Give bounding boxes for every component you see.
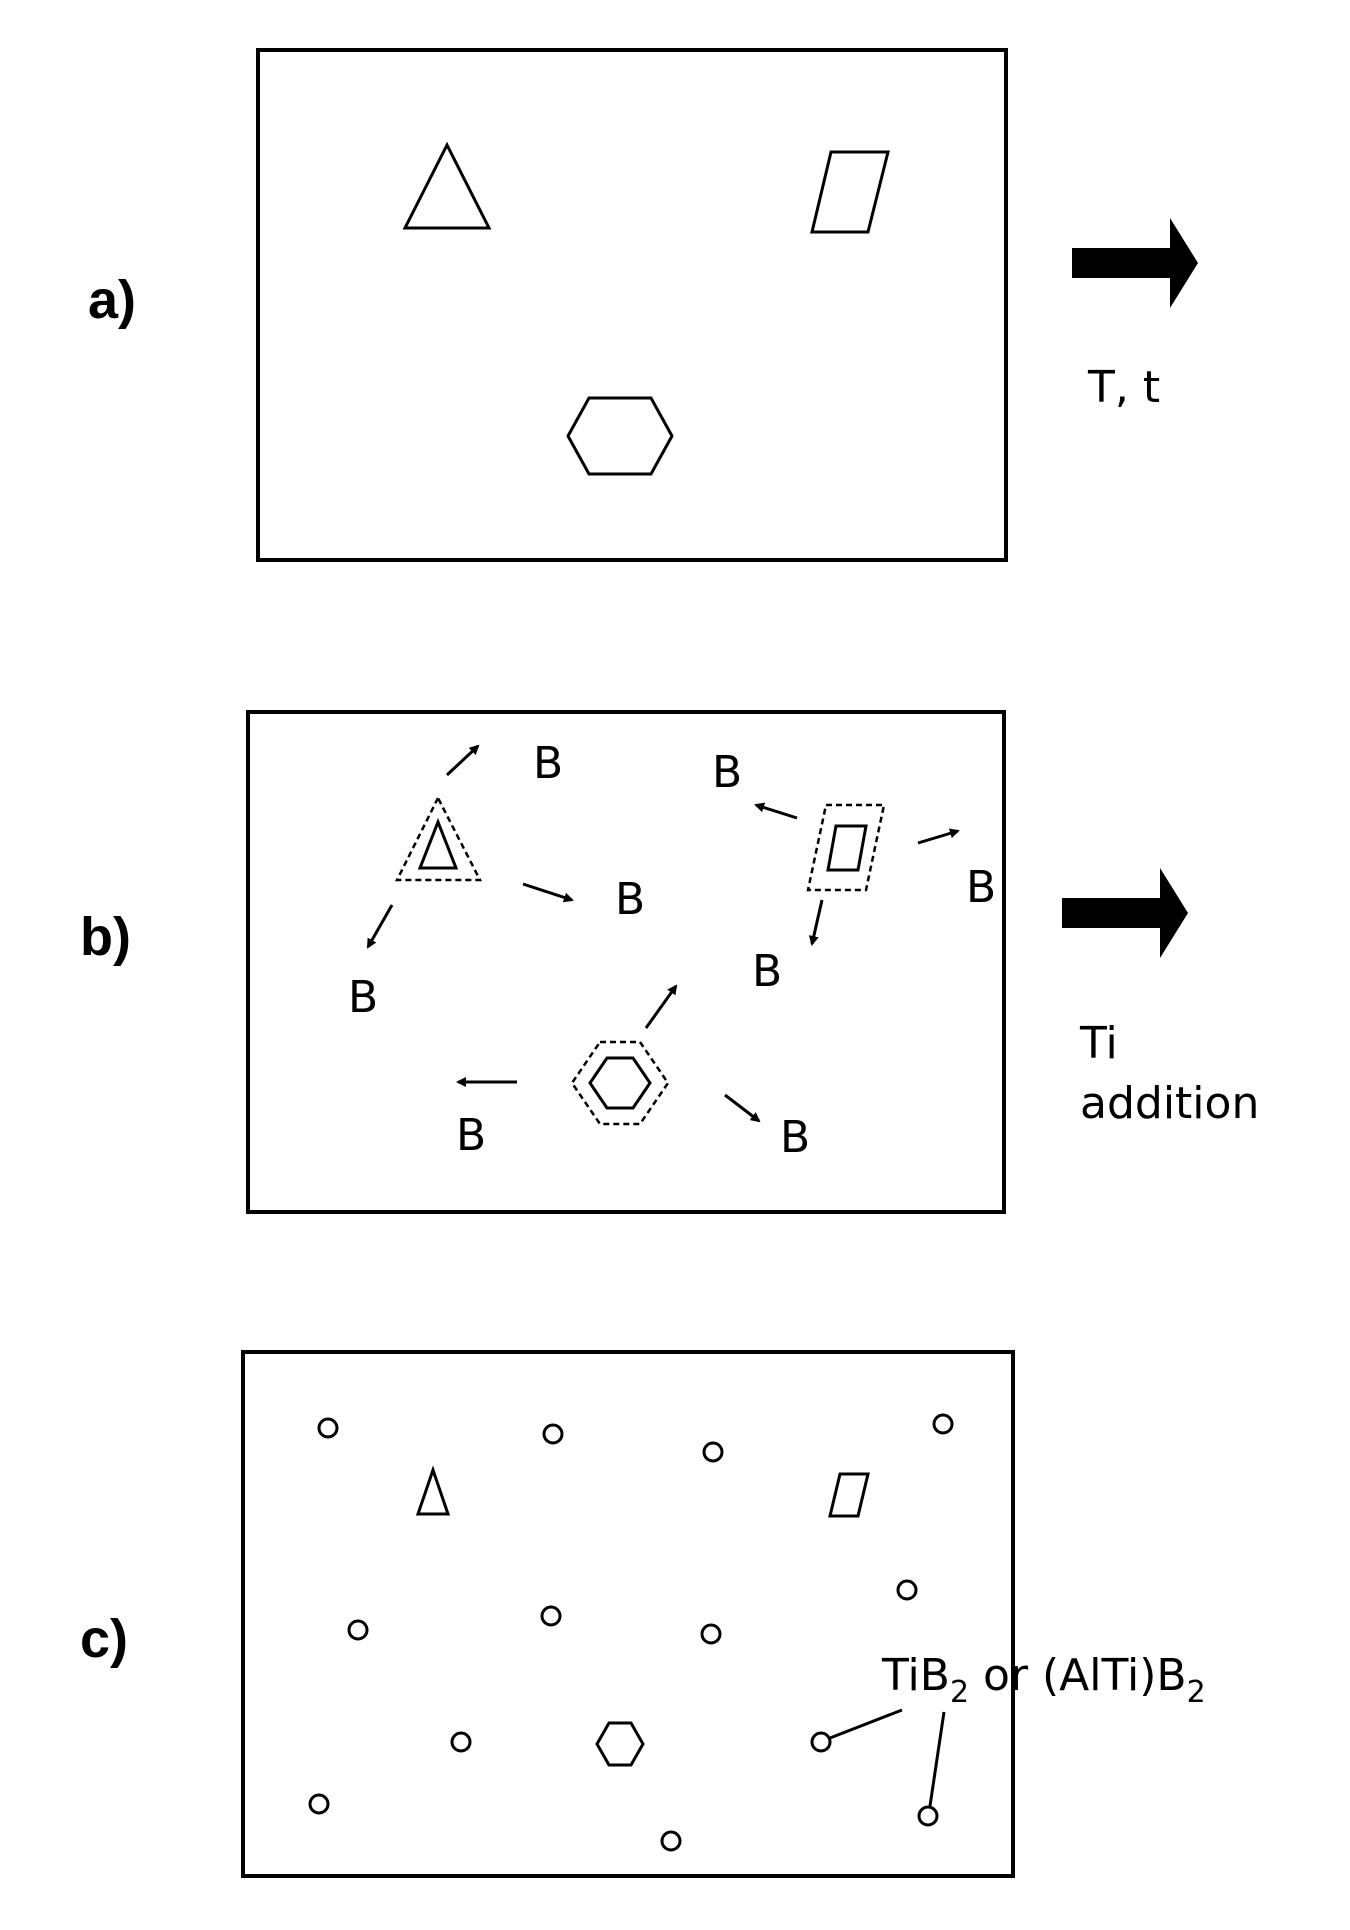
diffusion-arrow bbox=[522, 882, 574, 903]
boron-label: B bbox=[533, 738, 563, 789]
panel-c-frame bbox=[241, 1350, 1015, 1878]
boride-particle bbox=[700, 1623, 722, 1645]
triangle-core bbox=[417, 817, 459, 870]
leader-line bbox=[928, 1711, 946, 1807]
boride-particle bbox=[896, 1579, 918, 1601]
boride-particle bbox=[308, 1793, 330, 1815]
panel-a-frame bbox=[256, 48, 1008, 562]
boron-label: B bbox=[348, 972, 378, 1023]
process-arrow-1-icon bbox=[1072, 218, 1198, 308]
boron-label: B bbox=[456, 1110, 486, 1161]
dissolving-parallelogram-outline bbox=[806, 803, 886, 892]
triangle-shape bbox=[402, 141, 492, 230]
parallelogram-shape bbox=[810, 150, 890, 234]
panel-a-label: a) bbox=[88, 270, 136, 330]
panel-b-label: b) bbox=[80, 907, 131, 967]
boron-label: B bbox=[966, 862, 996, 913]
boride-particle bbox=[347, 1619, 369, 1641]
diffusion-arrow bbox=[445, 744, 480, 777]
dissolving-hexagon-outline bbox=[570, 1040, 670, 1126]
boride-particles bbox=[308, 1413, 954, 1852]
diffusion-arrow bbox=[724, 1093, 761, 1123]
boride-particle bbox=[917, 1805, 939, 1827]
leader-line bbox=[829, 1708, 903, 1740]
boron-label: B bbox=[752, 946, 782, 997]
dissolving-triangle-outline bbox=[394, 795, 483, 882]
boride-particle bbox=[702, 1441, 724, 1463]
boron-label: B bbox=[780, 1112, 810, 1163]
diffusion-arrow bbox=[808, 899, 824, 946]
boride-particle bbox=[317, 1417, 339, 1439]
panel-b-frame bbox=[246, 710, 1006, 1214]
residual-hexagon bbox=[595, 1721, 645, 1767]
boron-label: B bbox=[615, 874, 645, 925]
residual-parallelogram bbox=[828, 1472, 870, 1518]
boride-particle bbox=[542, 1423, 564, 1445]
diffusion-arrow bbox=[366, 904, 394, 949]
diffusion-arrow bbox=[644, 984, 678, 1029]
panel-c-label: c) bbox=[80, 1609, 128, 1669]
arrow-2-caption-line1: Ti bbox=[1079, 1018, 1118, 1069]
parallelogram-core bbox=[826, 824, 868, 872]
boride-particle bbox=[932, 1413, 954, 1435]
diffusion-arrow bbox=[754, 802, 798, 820]
boride-particle bbox=[810, 1731, 832, 1753]
boron-label: B bbox=[712, 747, 742, 798]
boride-particle bbox=[450, 1731, 472, 1753]
boride-particle bbox=[540, 1605, 562, 1627]
process-arrow-2-icon bbox=[1062, 868, 1188, 958]
hexagon-shape bbox=[566, 396, 674, 476]
arrow-2-caption-line2: addition bbox=[1080, 1078, 1259, 1129]
particle-label: TiB2 or (AlTi)B2 bbox=[881, 1650, 1206, 1710]
arrow-1-caption: T, t bbox=[1087, 362, 1160, 413]
hexagon-core bbox=[588, 1056, 652, 1110]
diffusion-arrow bbox=[917, 828, 960, 845]
residual-triangle bbox=[415, 1465, 451, 1516]
boride-particle bbox=[660, 1830, 682, 1852]
